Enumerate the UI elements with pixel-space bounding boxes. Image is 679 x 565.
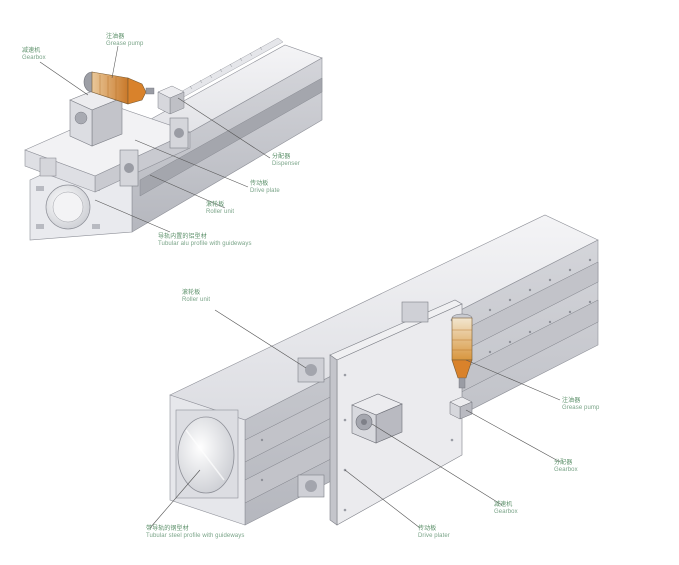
top-assembly (24, 37, 323, 241)
bottom-label-gearbox: 减速机 Gearbox (494, 502, 518, 515)
top-dispenser (157, 85, 185, 115)
bottom-dispenser (449, 396, 473, 420)
bottom-label-roller-unit: 滚轮板 Roller unit (182, 290, 211, 303)
bottom-label-grease-pump: 注油器 Grease pump (562, 398, 600, 411)
top-label-roller-unit: 滚轮板 Roller unit (206, 202, 235, 215)
bottom-label-dispenser: 分配器 Gearbox (554, 460, 578, 473)
top-label-drive-plate: 传动板 Drive plate (250, 181, 280, 194)
bottom-roller-unit (297, 301, 429, 498)
bottom-grease-pump (451, 313, 473, 389)
top-grease-pump (83, 71, 155, 105)
bottom-label-profile: 带导轨的钢型材 Tubular steel profile with guide… (146, 526, 245, 539)
top-label-profile: 导轨内置的铝型材 Tubular alu profile with guidew… (158, 234, 252, 247)
top-roller-unit (39, 117, 189, 187)
bottom-gearbox (351, 393, 403, 444)
bottom-leader-lines (149, 309, 561, 529)
top-label-dispenser: 分配器 Dispenser (272, 154, 300, 167)
top-leader-lines (39, 45, 271, 233)
bottom-assembly (149, 214, 599, 529)
top-label-grease-pump: 注油器 Grease pump (106, 34, 144, 47)
top-label-gearbox: 减速机 Gearbox (22, 48, 46, 61)
bottom-label-drive-plate: 传动板 Drive plater (418, 526, 450, 539)
